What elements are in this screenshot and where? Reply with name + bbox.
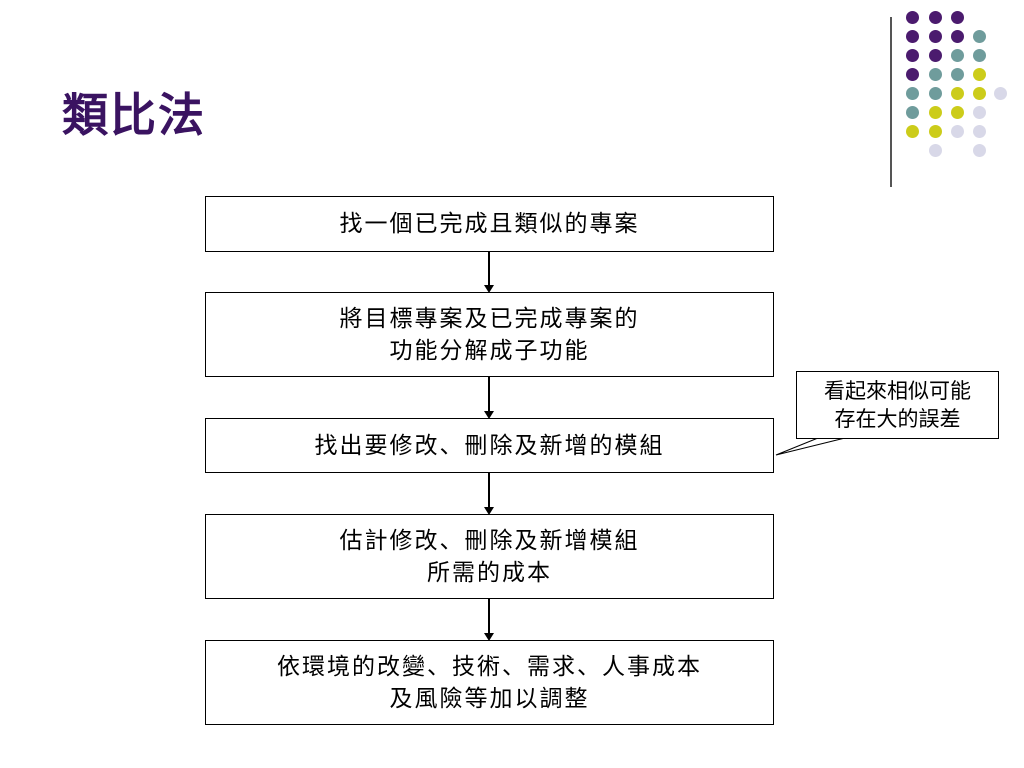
flow-step-1-line-1: 找一個已完成且類似的專案 [339, 211, 640, 237]
decor-dot [906, 87, 919, 100]
flow-step-5-line-2: 及風險等加以調整 [389, 685, 590, 712]
decor-dot [929, 11, 942, 24]
flow-arrowhead-3 [484, 507, 494, 515]
decor-dot [951, 30, 964, 43]
flow-arrow-2 [488, 377, 490, 412]
decor-dot [929, 106, 942, 119]
decor-dot [929, 30, 942, 43]
decor-dot [951, 49, 964, 62]
flow-arrowhead-4 [484, 633, 494, 641]
decor-dot [929, 144, 942, 157]
decor-dot [906, 11, 919, 24]
decor-dot [951, 11, 964, 24]
flow-step-1: 找一個已完成且類似的專案 [205, 196, 774, 252]
decor-dot [906, 106, 919, 119]
flow-step-2: 將目標專案及已完成專案的 功能分解成子功能 [205, 292, 774, 377]
decor-dot [929, 125, 942, 138]
decor-dot [906, 125, 919, 138]
decor-dot [929, 87, 942, 100]
flow-arrowhead-2 [484, 411, 494, 419]
decor-dot [929, 49, 942, 62]
flow-step-2-line-1: 將目標專案及已完成專案的 [339, 305, 640, 332]
flow-step-4: 估計修改、刪除及新增模組 所需的成本 [205, 514, 774, 599]
decor-dot [973, 87, 986, 100]
divider-line [890, 17, 892, 187]
flow-step-5: 依環境的改變、技術、需求、人事成本 及風險等加以調整 [205, 640, 774, 725]
decor-dot [973, 125, 986, 138]
decor-dot [951, 68, 964, 81]
decor-dot [973, 106, 986, 119]
decor-dot [973, 144, 986, 157]
flow-step-2-line-2: 功能分解成子功能 [389, 337, 590, 364]
flow-arrow-4 [488, 599, 490, 634]
callout-line-1: 看起來相似可能 [824, 379, 971, 403]
decor-dot [951, 87, 964, 100]
decor-dot [929, 68, 942, 81]
decor-dot [906, 68, 919, 81]
flow-step-4-line-2: 所需的成本 [427, 559, 552, 586]
flow-arrowhead-1 [484, 285, 494, 293]
flow-arrow-1 [488, 252, 490, 286]
decor-dot [951, 106, 964, 119]
callout-note: 看起來相似可能 存在大的誤差 [796, 371, 999, 439]
flow-step-5-line-1: 依環境的改變、技術、需求、人事成本 [277, 653, 702, 680]
decor-dot [973, 30, 986, 43]
flow-arrow-3 [488, 473, 490, 508]
callout-line-2: 存在大的誤差 [834, 407, 961, 431]
decor-dot [994, 87, 1007, 100]
decor-dot [951, 125, 964, 138]
flow-step-3-line-1: 找出要修改、刪除及新增的模組 [314, 432, 665, 459]
flow-step-3: 找出要修改、刪除及新增的模組 [205, 418, 774, 473]
decor-dot [906, 30, 919, 43]
slide-title: 類比法 [62, 88, 206, 142]
decor-dot [906, 49, 919, 62]
decor-dot [973, 68, 986, 81]
decor-dot [973, 49, 986, 62]
flow-step-4-line-1: 估計修改、刪除及新增模組 [339, 527, 640, 554]
